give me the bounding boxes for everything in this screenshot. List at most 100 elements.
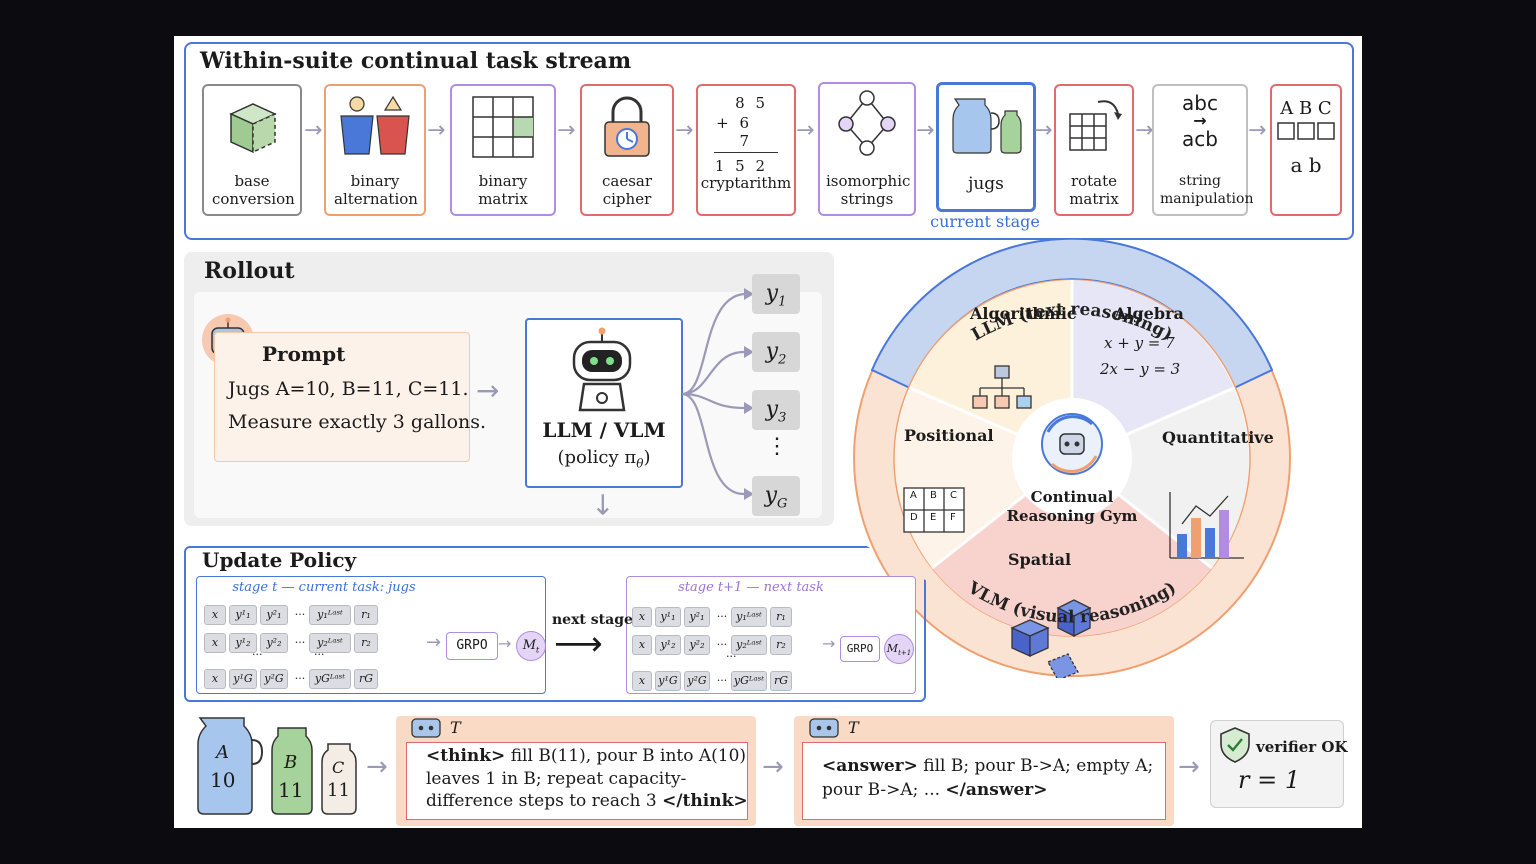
- task-card-jugs-current: jugs: [936, 82, 1036, 212]
- rollout-title: Rollout: [204, 258, 295, 284]
- task-label: cryptarithm: [700, 174, 792, 192]
- stage-t1-ellipsis: ···: [726, 650, 737, 663]
- gym-center-label-1: Continual: [1030, 488, 1114, 506]
- policy-subtitle-text: (policy π: [557, 447, 637, 468]
- task-card-caesar-cipher: caesar cipher: [580, 84, 674, 216]
- update-policy-title: Update Policy: [202, 548, 357, 572]
- answer-to-verifier-arrow: →: [1178, 752, 1200, 782]
- stage-t1-header: stage t+1 — next task: [678, 580, 824, 595]
- rollout-fan-arrows: [681, 288, 754, 500]
- grpo-box-t: GRPO: [446, 632, 498, 660]
- string-before: abc: [1182, 91, 1218, 115]
- prompt-line-1: Jugs A=10, B=11, C=11.: [228, 378, 469, 400]
- cups-icon: [340, 95, 410, 155]
- gym-center-label-2: Reasoning Gym: [1006, 507, 1138, 525]
- jug-c-value: 11: [327, 780, 350, 801]
- current-stage-label: current stage: [930, 212, 1040, 231]
- boxes-icon: [1277, 122, 1335, 140]
- rows-to-grpo-arrow: →: [426, 632, 442, 653]
- model-t-node: Mt: [516, 631, 546, 661]
- wheel-arc-labels: LLM (text reasoning) VLM (visual reasoni…: [963, 300, 1180, 628]
- answer-robot-icon: [809, 718, 839, 738]
- task-label: string manipulation: [1160, 173, 1254, 207]
- stream-arrow: →: [304, 118, 323, 143]
- vlm-arc-label: VLM (visual reasoning): [963, 578, 1180, 628]
- jugs-illustration: [197, 717, 357, 815]
- jugs-icon: [952, 98, 1022, 154]
- rollout-output-2: y2: [752, 332, 800, 372]
- task-card-binary-matrix: binary matrix: [450, 84, 556, 216]
- answer-open-tag: <answer>: [822, 756, 918, 776]
- task-card-cryptarithm: 8 5 + 6 7 1 5 2 cryptarithm: [696, 84, 796, 216]
- answer-close-tag: </answer>: [945, 780, 1048, 800]
- cryptarithm-mid: + 6 7: [714, 114, 778, 153]
- task-label: jugs: [968, 174, 1004, 194]
- think-close-tag: </think>: [662, 791, 748, 811]
- stream-arrow: →: [427, 118, 446, 143]
- sector-algorithmic-label: Algorithmic: [970, 304, 1077, 323]
- model-t1-node: Mt+1: [884, 634, 914, 664]
- update-policy-panel: [184, 546, 926, 702]
- verifier-label: verifier OK: [1256, 738, 1348, 756]
- grpo-box-t1: GRPO: [840, 636, 880, 662]
- letters-top: A B C: [1280, 98, 1332, 119]
- task-label: caesar cipher: [601, 172, 653, 208]
- think-line-2: leaves 1 in B; repeat capacity-: [426, 769, 687, 789]
- task-card-isomorphic-strings: isomorphic strings: [818, 82, 916, 216]
- grid-icon: [472, 96, 534, 158]
- sector-spatial-label: Spatial: [1008, 550, 1072, 569]
- task-stream-title: Within-suite continual task stream: [200, 48, 632, 74]
- task-card-binary-alternation: binary alternation: [324, 84, 426, 216]
- graph-icon: [838, 90, 896, 156]
- lock-icon: [604, 96, 650, 157]
- grpo-to-model-arrow: →: [498, 634, 512, 653]
- policy-to-update-arrow: →: [587, 492, 621, 517]
- jug-b-value: 11: [278, 778, 304, 802]
- think-token-label: T: [450, 718, 461, 737]
- letters-bottom: a b: [1290, 153, 1322, 177]
- think-robot-icon: [411, 718, 441, 738]
- sector-quantitative-label: Quantitative: [1162, 428, 1274, 447]
- stage-t-ellipsis-2: ···: [314, 648, 325, 661]
- stream-arrow: →: [675, 118, 694, 143]
- task-label: rotate matrix: [1069, 172, 1119, 208]
- figure-canvas: Within-suite continual task stream base …: [174, 36, 1362, 828]
- policy-subtitle-close: ): [643, 447, 651, 468]
- answer-line-1: <answer> fill B; pour B->A; empty A;: [822, 756, 1154, 776]
- task-label: binary alternation: [334, 172, 418, 208]
- stream-arrow: →: [557, 118, 576, 143]
- shield-check-icon: [1220, 727, 1250, 763]
- think-line-1: <think> fill B(11), pour B into A(10): [426, 746, 747, 766]
- string-arrow: →: [1193, 111, 1207, 130]
- task-card-base-conversion: base conversion: [202, 84, 302, 216]
- answer-box: [802, 742, 1166, 820]
- prompt-title: Prompt: [262, 342, 346, 366]
- answer-token-label: T: [848, 718, 859, 737]
- jug-a-label: A: [216, 742, 229, 763]
- policy-title: LLM / VLM: [542, 418, 666, 442]
- prompt-line-2: Measure exactly 3 gallons.: [228, 411, 487, 433]
- task-stream-panel: [184, 42, 1354, 240]
- task-card-string-manipulation: abc → acb string manipulation: [1152, 84, 1254, 216]
- prompt-box: [214, 332, 470, 462]
- jug-c-label: C: [332, 758, 345, 777]
- reasoning-gym-wheel: [853, 238, 1291, 678]
- stream-arrow: →: [1248, 118, 1267, 143]
- sector-algebra-label: Algebra: [1114, 304, 1184, 323]
- stage-t-ellipsis: ···: [252, 648, 263, 661]
- policy-subtitle: (policy πθ): [525, 447, 683, 471]
- stream-arrow: →: [1135, 118, 1154, 143]
- think-to-answer-arrow: →: [762, 752, 784, 782]
- jug-a-value: 10: [210, 768, 236, 792]
- rollout-vdots: ⋮: [766, 434, 788, 459]
- task-card-letters: A B C a b: [1270, 84, 1342, 216]
- task-label: base conversion: [212, 172, 295, 208]
- rows-to-grpo-arrow-2: →: [822, 634, 836, 653]
- cryptarithm-top: 8 5: [735, 94, 768, 112]
- algebra-equation-1: x + y = 7: [1104, 334, 1175, 352]
- think-open-tag: <think>: [426, 746, 506, 766]
